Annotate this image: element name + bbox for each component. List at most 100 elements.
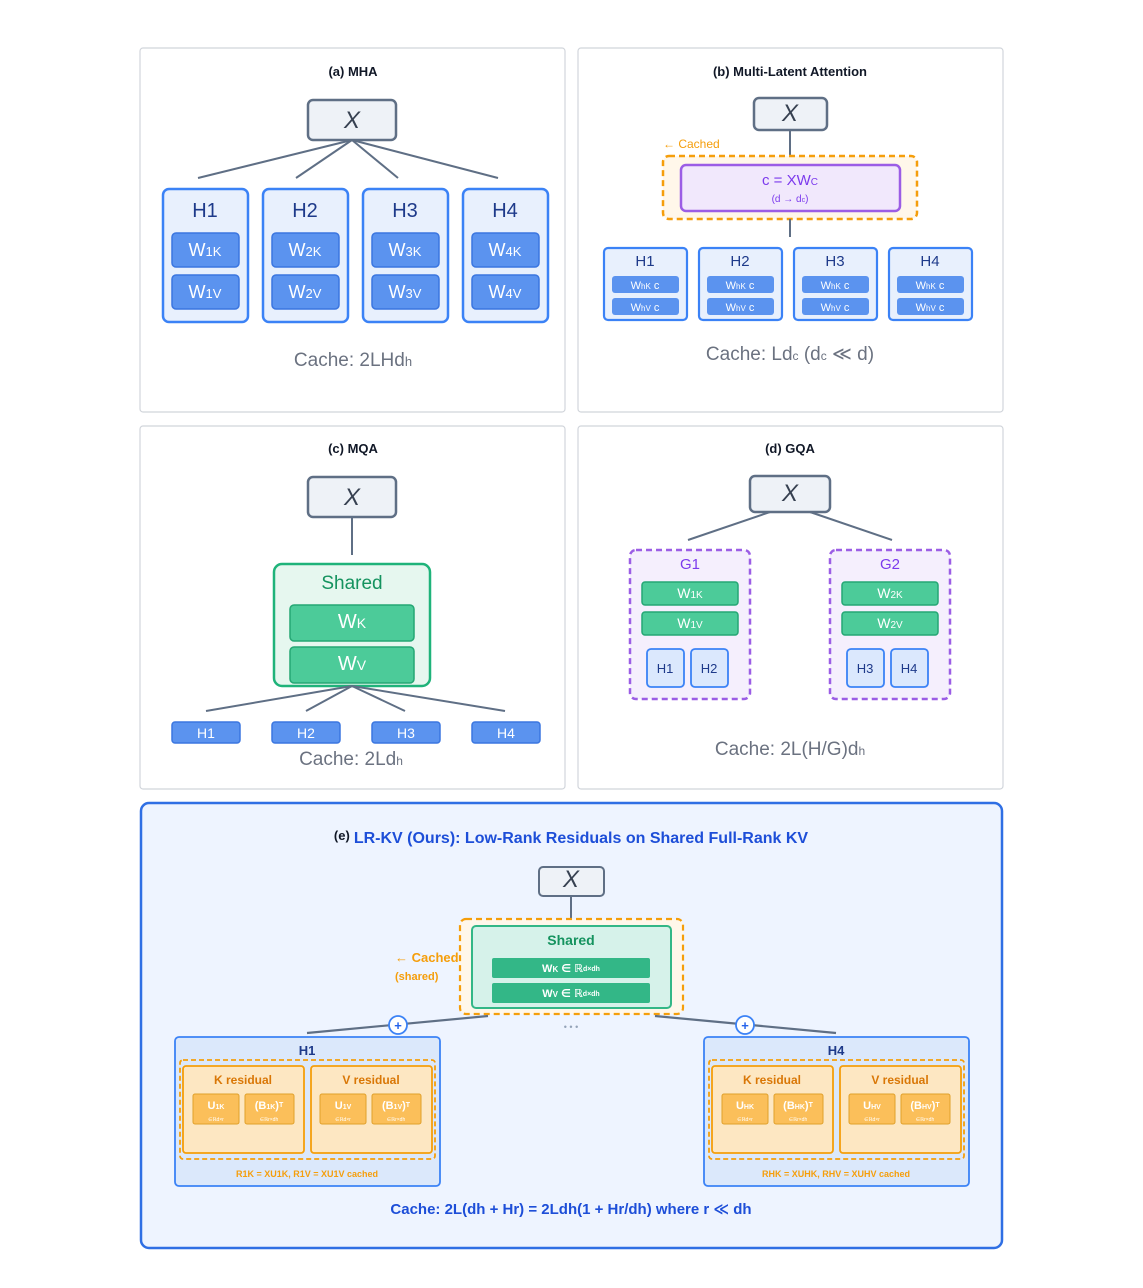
panel-a-head: H4 W4K W4V	[461, 187, 550, 324]
panel-b-head: H3 WhK c WhV c	[792, 246, 879, 322]
weight-v-block	[897, 298, 964, 315]
svg-text:WhK c: WhK c	[726, 280, 755, 292]
panel-d-cache: Cache: 2L(H/G)dh	[715, 739, 865, 760]
head-chip	[846, 648, 885, 688]
panel-d-group: G1 W1K W1V H1 H2	[628, 548, 752, 701]
k-residual-block	[182, 1065, 305, 1154]
head-label: H4	[828, 1043, 845, 1058]
svg-text:(BHV)T: (BHV)T	[910, 1100, 940, 1112]
weight-k-block	[841, 581, 939, 606]
svg-text:∈ℝd×r: ∈ℝd×r	[864, 1117, 880, 1123]
panel-b: (b) Multi-Latent Attention X ← Cached c …	[577, 47, 1004, 413]
svg-text:UHK: UHK	[736, 1100, 754, 1112]
svg-text:H2: H2	[701, 661, 718, 676]
head-label: H3	[392, 200, 418, 222]
head-chip	[371, 721, 441, 744]
head-chip	[690, 648, 729, 688]
panel-e-wv-block	[492, 983, 650, 1003]
panel-c-edges	[205, 685, 506, 712]
residual-cache-frame	[179, 1059, 436, 1160]
svg-text:W2V: W2V	[877, 615, 903, 631]
svg-text:WhK c: WhK c	[916, 280, 945, 292]
svg-text:(B1K)T: (B1K)T	[255, 1100, 284, 1112]
panel-e-x-label: X	[562, 866, 580, 893]
panel-d-x-label: X	[781, 480, 799, 507]
weight-k-block	[707, 276, 774, 293]
svg-text:V residual: V residual	[342, 1073, 399, 1087]
head-chip	[890, 648, 929, 688]
panel-c-heads: H1 H2 H3 H4	[171, 721, 541, 744]
panel-d: (d) GQA X G1 W1K W1V H1 H2 G2 W2K W2V H3	[577, 425, 1004, 790]
svg-text:W2K: W2K	[877, 585, 903, 601]
svg-text:U1V: U1V	[335, 1100, 352, 1112]
svg-text:H1: H1	[197, 725, 215, 741]
panel-a: (a) MHA X H1 W1K W1V H2 W2K W2V	[139, 47, 566, 413]
panel-b-latent-note: (d → dc)	[772, 194, 809, 205]
svg-text:W4K: W4K	[489, 240, 522, 260]
panel-c-wk-block	[289, 604, 415, 642]
panel-d-group: G2 W2K W2V H3 H4	[828, 548, 952, 701]
panel-d-title: (d) GQA	[765, 441, 815, 456]
svg-text:WK ∈ ℝd×dh: WK ∈ ℝd×dh	[542, 963, 600, 975]
svg-text:WK: WK	[338, 611, 367, 633]
panel-a-head: H1 W1K W1V	[161, 187, 250, 324]
panel-b-cached-label: ← Cached	[663, 137, 720, 151]
panel-a-edges	[197, 139, 499, 179]
svg-text:H2: H2	[297, 725, 315, 741]
weight-v-block	[641, 611, 739, 636]
panel-b-head: H4 WhK c WhV c	[887, 246, 974, 322]
svg-text:W2V: W2V	[289, 282, 322, 302]
svg-text:W1V: W1V	[189, 282, 222, 302]
head-chip	[271, 721, 341, 744]
head-cache-note: R1K = XU1K, R1V = XU1V cached	[236, 1169, 378, 1179]
svg-text:WhV c: WhV c	[916, 302, 945, 314]
svg-text:UHV: UHV	[863, 1100, 881, 1112]
svg-text:(B1V)T: (B1V)T	[382, 1100, 411, 1112]
panel-e-ellipsis: • • •	[564, 1022, 578, 1032]
head-label: H1	[192, 200, 218, 222]
svg-text:∈ℝd×r: ∈ℝd×r	[208, 1117, 224, 1123]
head-label: H4	[920, 253, 939, 270]
svg-text:H1: H1	[657, 661, 674, 676]
svg-text:∈ℝd×r: ∈ℝd×r	[335, 1117, 351, 1123]
panel-a-head: H3 W3K W3V	[361, 187, 450, 324]
head-chip	[646, 648, 685, 688]
svg-text:∈ℝr×dh: ∈ℝr×dh	[916, 1117, 935, 1123]
panel-d-x-node	[748, 474, 832, 514]
panel-e-title: (e)LR-KV (Ours): Low-Rank Residuals on S…	[334, 828, 808, 847]
head-label: H2	[730, 253, 749, 270]
svg-text:H3: H3	[857, 661, 874, 676]
weight-k-block	[897, 276, 964, 293]
panel-c: (c) MQA X Shared WK WV H1 H2 H3 H4 Cache…	[139, 425, 566, 790]
weight-v-block	[271, 274, 340, 310]
panel-a-cache: Cache: 2LHdh	[294, 350, 412, 371]
panel-b-x-label: X	[781, 100, 799, 127]
panel-b-head: H1 WhK c WhV c	[602, 246, 689, 322]
svg-text:∈ℝr×dh: ∈ℝr×dh	[387, 1117, 406, 1123]
head-chip	[471, 721, 541, 744]
weight-v-block	[371, 274, 440, 310]
panel-e-head: H4 K residual UHK ∈ℝd×r (BHK)T ∈ℝr×dh V …	[703, 1036, 970, 1187]
weight-k-block	[271, 232, 340, 268]
svg-text:W1K: W1K	[677, 585, 703, 601]
head-label: H3	[825, 253, 844, 270]
svg-text:W3K: W3K	[389, 240, 422, 260]
panel-e-cached-label: ← Cached	[395, 950, 459, 965]
panel-c-x-label: X	[343, 484, 361, 511]
k-residual-block	[711, 1065, 834, 1154]
svg-text:W2K: W2K	[289, 240, 322, 260]
svg-text:WhK c: WhK c	[631, 280, 660, 292]
svg-text:WV: WV	[338, 653, 367, 675]
svg-text:W3V: W3V	[389, 282, 422, 302]
panel-e-wk-block	[492, 958, 650, 978]
panel-a-head: H2 W2K W2V	[261, 187, 350, 324]
svg-text:(BHK)T: (BHK)T	[783, 1100, 813, 1112]
svg-text:+: +	[741, 1018, 749, 1033]
head-cache-note: RHK = XUHK, RHV = XUHV cached	[762, 1169, 910, 1179]
svg-text:WhV c: WhV c	[726, 302, 755, 314]
panel-e-cached-note: (shared)	[395, 971, 439, 983]
head-chip	[171, 721, 241, 744]
svg-text:∈ℝr×dh: ∈ℝr×dh	[260, 1117, 279, 1123]
svg-text:W1K: W1K	[189, 240, 222, 260]
